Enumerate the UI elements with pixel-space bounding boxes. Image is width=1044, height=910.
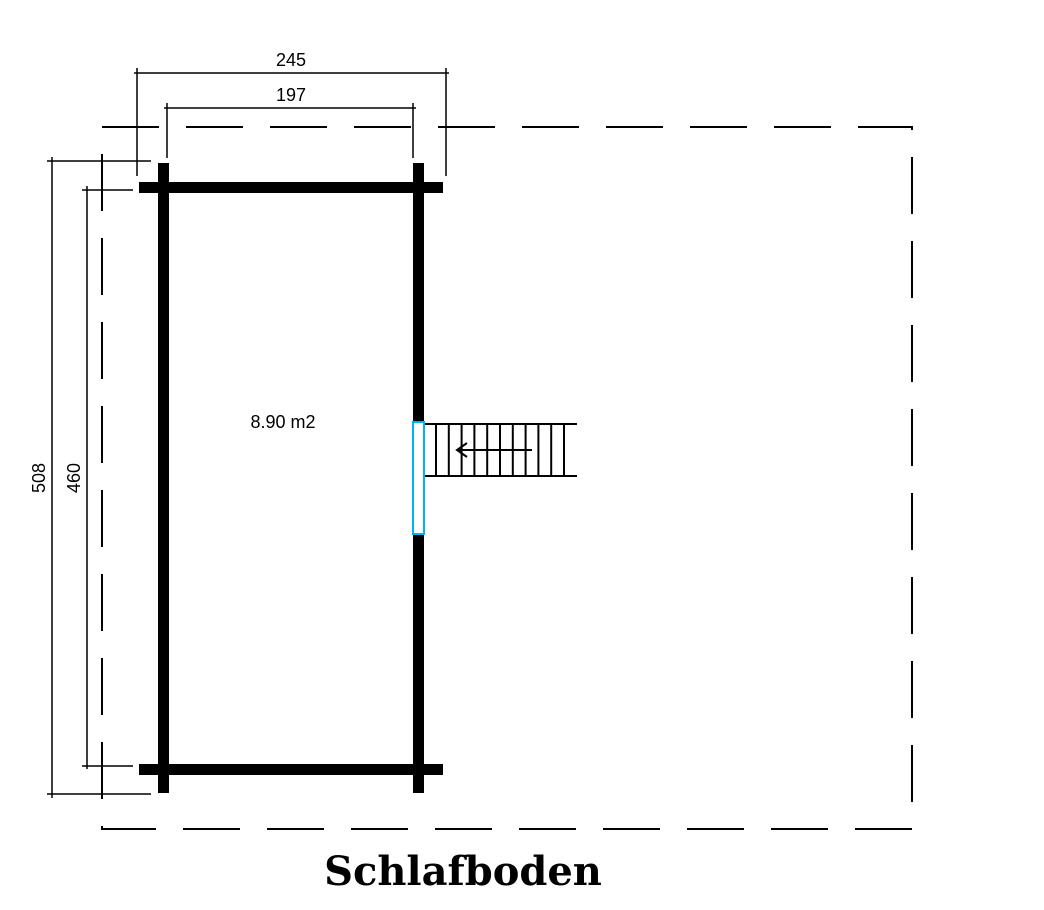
roof-outline: [101, 126, 913, 830]
stair-arrow: [455, 442, 532, 458]
area-label: 8.90 m2: [250, 412, 315, 432]
dimension-inner-width-label: 197: [276, 85, 306, 105]
dimension-inner-depth: [82, 186, 133, 769]
dimension-outer-depth: [47, 157, 151, 798]
walls: [139, 163, 443, 793]
wall-top: [139, 182, 443, 193]
dimension-outer-width: [134, 68, 449, 176]
plan-title: Schlafboden: [324, 848, 602, 895]
dimension-outer-width-label: 245: [276, 50, 306, 70]
dimension-outer-depth-label: 508: [29, 463, 49, 493]
window-opening: [412, 421, 425, 535]
dimension-inner-width: [164, 103, 416, 158]
wall-left: [158, 163, 169, 793]
wall-bottom: [139, 764, 443, 775]
dimension-inner-depth-label: 460: [64, 463, 84, 493]
